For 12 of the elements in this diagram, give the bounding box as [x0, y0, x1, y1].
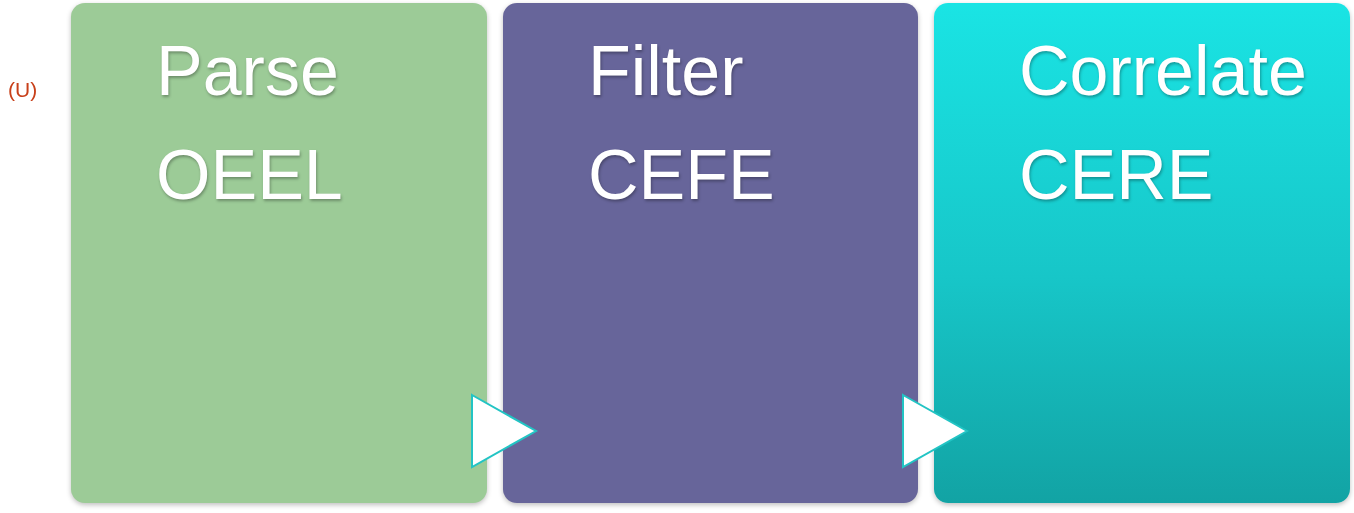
chevron-arrow: [471, 394, 537, 468]
step-code: CERE: [1019, 135, 1214, 216]
step-title: Correlate: [1019, 31, 1307, 112]
step-title: Filter: [588, 31, 744, 112]
process-box: [71, 3, 487, 503]
process-box: [934, 3, 1350, 503]
step-code: CEFE: [588, 135, 775, 216]
process-box: [503, 3, 918, 503]
chevron-arrow: [902, 394, 968, 468]
step-code: OEEL: [156, 135, 343, 216]
step-title: Parse: [156, 31, 339, 112]
classification-marking: (U): [8, 78, 38, 102]
